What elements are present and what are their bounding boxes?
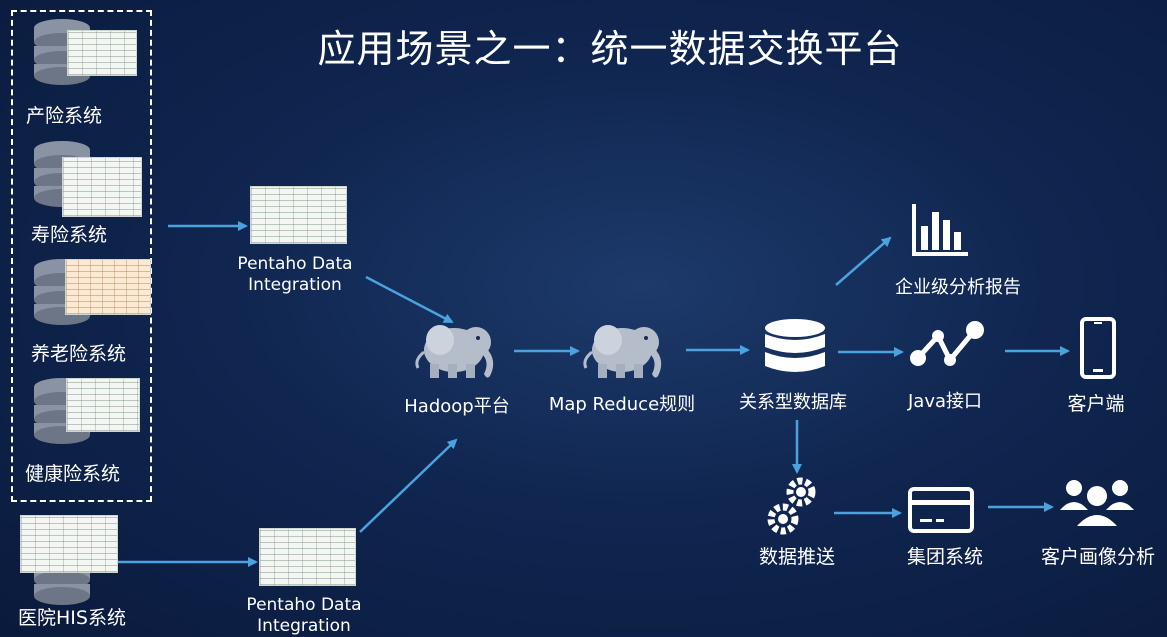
spreadsheet-thumbnail: [65, 259, 151, 315]
spreadsheet-thumbnail: [67, 30, 137, 76]
group-system-label: 集团系统: [906, 546, 984, 568]
mapreduce-label: Map Reduce规则: [548, 394, 696, 415]
client-label: 客户端: [1067, 393, 1125, 415]
mapreduce-elephant-icon: [583, 323, 663, 380]
arrow-pdi-top-to-hadoop: [365, 275, 454, 324]
source-label-pension: 养老险系统: [31, 343, 127, 365]
gears-icon: [767, 477, 816, 535]
report-label: 企业级分析报告: [895, 277, 1021, 298]
source-label-hospital-his: 医院HIS系统: [18, 607, 126, 629]
card-icon: [908, 487, 974, 533]
spreadsheet-thumbnail: [66, 378, 140, 432]
source-label-life: 寿险系统: [31, 224, 108, 246]
smartphone-icon: [1080, 317, 1116, 379]
pdi-top-label: Pentaho Data Integration: [237, 254, 353, 295]
arrow-database-to-report: [835, 236, 892, 286]
spreadsheet-thumbnail: [20, 515, 118, 573]
pdi-bottom-label: Pentaho Data Integration: [246, 595, 362, 636]
arrow-pdi-bottom-to-hadoop: [359, 438, 458, 533]
source-label-property: 产险系统: [26, 105, 103, 127]
hadoop-label: Hadoop平台: [404, 396, 510, 417]
portrait-label: 客户画像分析: [1040, 546, 1156, 568]
bar-chart-icon: [912, 204, 968, 256]
spreadsheet-thumbnail: [62, 157, 142, 217]
pdi-thumbnail-top: [250, 186, 347, 244]
flow-arrows: [118, 221, 1070, 567]
relational-database-icon: [765, 319, 825, 372]
pdi-thumbnail-bottom: [259, 528, 356, 586]
users-icon: [1060, 480, 1134, 526]
source-systems-group: [11, 10, 152, 502]
hadoop-elephant-icon: [415, 323, 495, 380]
java-label: Java接口: [907, 391, 983, 412]
push-label: 数据推送: [758, 546, 836, 568]
database-label: 关系型数据库: [739, 392, 847, 413]
line-nodes-icon: [910, 321, 984, 366]
page-title: 应用场景之一：统一数据交换平台: [317, 27, 903, 71]
source-label-health: 健康险系统: [25, 463, 121, 485]
